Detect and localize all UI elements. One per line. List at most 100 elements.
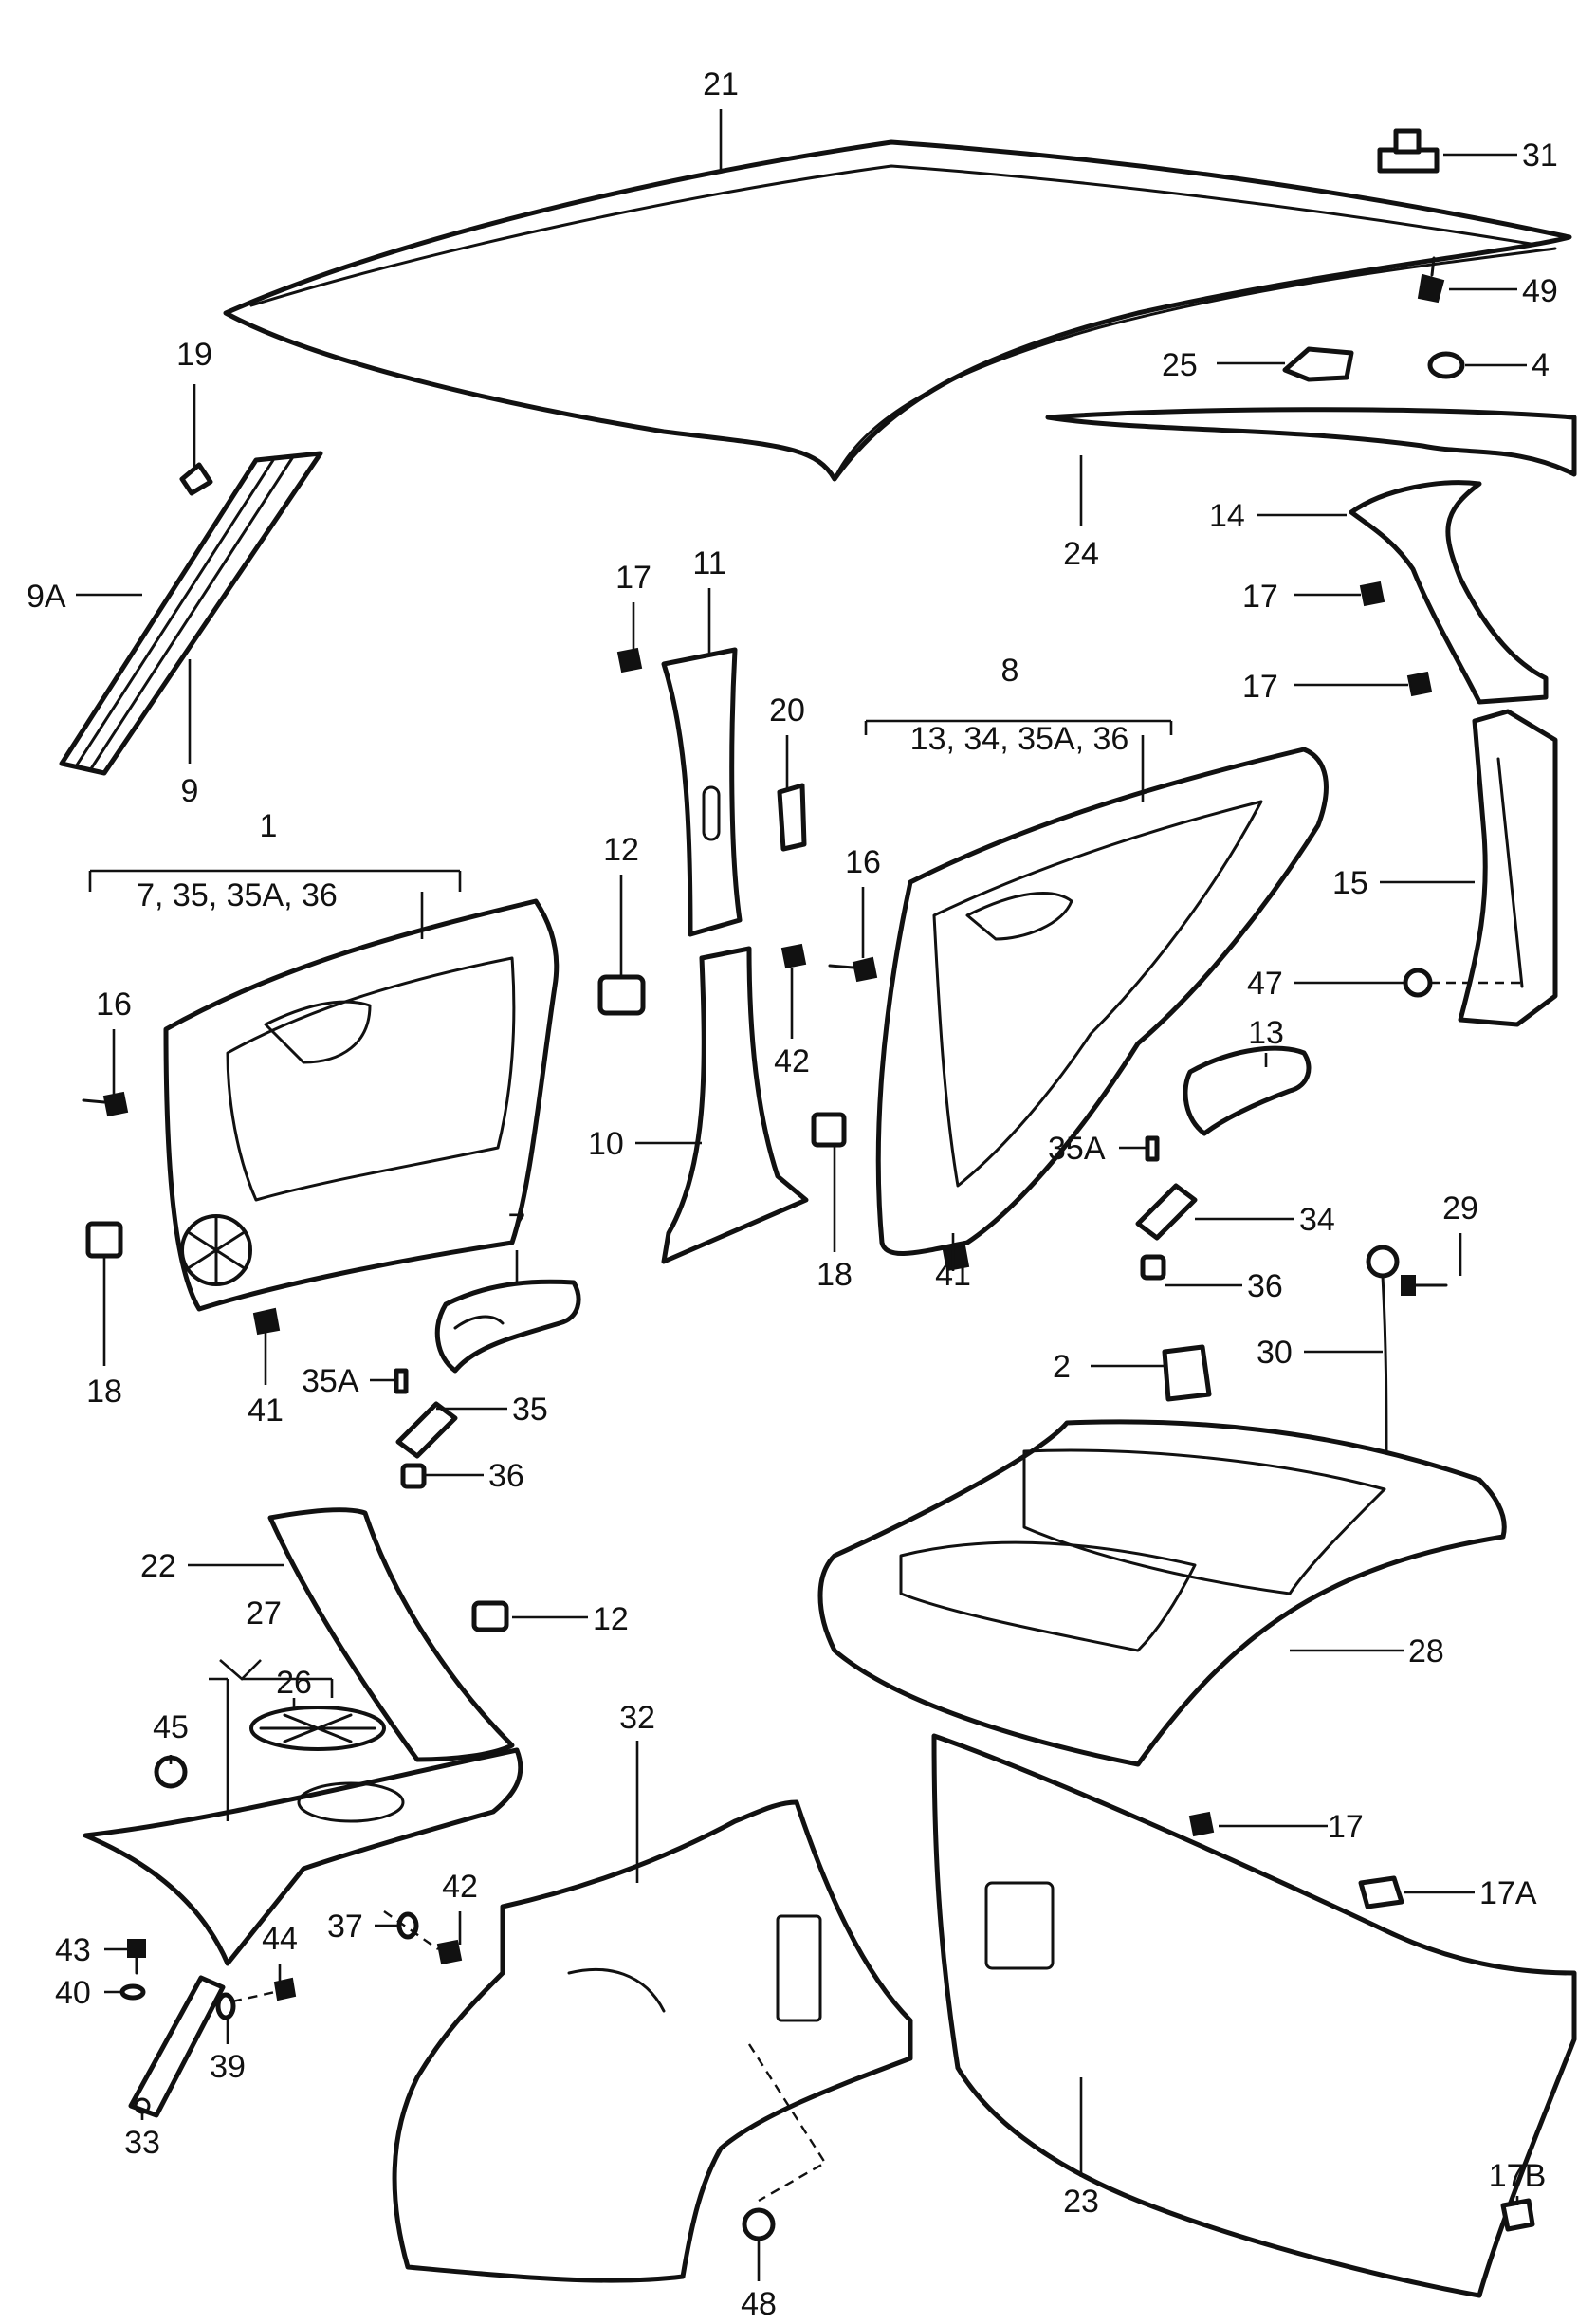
callout-42b: 42 [442,1869,478,1905]
callout-45: 45 [153,1709,189,1745]
part-36-bulb-rear [1140,1254,1166,1281]
part-17-screw-c-pillar [1359,581,1385,607]
callout-27: 27 [246,1595,282,1632]
callout-44: 44 [262,1921,298,1957]
part-10-b-pillar-lower [661,946,809,1264]
part-35A-pin-front [394,1368,409,1394]
callout-24: 24 [1063,536,1099,572]
part-20-clip [777,783,807,852]
callout-22: 22 [140,1548,176,1584]
callout-34: 34 [1299,1202,1335,1238]
part-12-clip-upper [597,974,646,1016]
callout-37: 37 [327,1909,363,1945]
callout-17c: 17 [615,560,651,596]
part-23-rear-panel-trim [931,1733,1577,2298]
part-17-screw-c-pillar-lower [1406,671,1433,697]
part-31-clip [1377,128,1440,174]
callout-17A: 17A [1479,1875,1537,1911]
callout-36-front: 36 [488,1458,524,1494]
callout-4: 4 [1532,347,1550,383]
part-40-washer [119,1983,146,2001]
part-34-handle-bracket [1135,1183,1198,1241]
part-11-b-pillar-upper [661,647,743,937]
callout-35A-rear: 35A [1048,1131,1106,1167]
part-35A-pin-rear [1145,1135,1160,1162]
part-36-bulb-front [400,1463,427,1489]
leader-lines [76,109,1527,2281]
callout-13: 13 [1248,1015,1284,1051]
part-47-plug [1403,968,1527,998]
part-14-c-pillar-upper [1349,480,1549,705]
callout-12a: 12 [603,832,639,868]
part-12-clip-lower [471,1600,509,1632]
callout-7: 7 [508,1208,526,1244]
part-17-screw-upper [616,647,643,673]
callout-14: 14 [1209,498,1245,534]
callout-18a: 18 [86,1374,122,1410]
callout-10: 10 [588,1126,624,1162]
part-35-handle-bracket [395,1401,458,1459]
callout-35A-front: 35A [302,1363,359,1399]
callout-9A: 9A [27,579,66,615]
part-16-screw-rear [828,956,878,983]
callout-43: 43 [55,1932,91,1968]
callout-40: 40 [55,1975,91,2011]
part-22-c-pillar-trim [267,1507,515,1762]
callout-8: 8 [1001,653,1019,689]
part-41-screw-rear [942,1244,970,1272]
callout-25: 25 [1162,347,1198,383]
part-42-screw-lower [383,1910,463,1965]
part-7-armrest-front [434,1279,581,1374]
part-15-c-pillar-lower [1458,709,1558,1027]
part-13-armrest-rear [1183,1045,1312,1136]
callout-12b: 12 [593,1601,629,1637]
part-48-plug [742,2207,776,2241]
part-39-washer [215,1992,236,2020]
callout-31: 31 [1522,138,1558,174]
part-19-clip [179,462,213,496]
part-44-screw [231,1977,297,2003]
callout-2: 2 [1053,1349,1071,1385]
part-28-parcel-shelf [817,1419,1507,1767]
callout-17d: 17 [1328,1809,1364,1845]
part-25-clip [1282,346,1354,382]
part-16-screw-front [82,1091,129,1117]
part-49-screw [1417,256,1445,304]
callout-33: 33 [124,2125,160,2161]
part-4-grommet [1427,351,1465,379]
part-17A-clip [1358,1875,1404,1909]
callout-17b: 17 [1242,669,1278,705]
callout-15: 15 [1332,865,1368,901]
callout-32: 32 [619,1700,655,1736]
callout-47: 47 [1247,966,1283,1002]
part-8-rear-door-panel [875,747,1329,1256]
part-17B-clip [1500,2198,1535,2232]
part-2-clip [1162,1344,1212,1402]
callout-1: 1 [260,808,278,844]
part-17-screw-rear-panel [1188,1811,1215,1837]
part-33-bracket [128,1975,226,2118]
part-26-speaker-grille [249,1706,386,1751]
callout-28: 28 [1408,1633,1444,1669]
callout-41b: 41 [935,1257,971,1293]
callout-42a: 42 [774,1043,810,1079]
part-1-front-door-panel [163,898,560,1312]
part-18-clip-rear [811,1112,847,1148]
callout-35: 35 [512,1392,548,1428]
callout-17B: 17B [1489,2158,1547,2194]
part-41-screw-front [252,1307,281,1336]
part-42-screw-upper [780,943,807,969]
part-30-strap [1366,1245,1400,1472]
callout-20: 20 [769,692,805,729]
callout-9: 9 [181,773,199,809]
part-32-wheel-house-trim [392,1799,913,2283]
callout-16b: 16 [845,844,881,880]
callout-8-includes: 13, 34, 35A, 36 [910,721,1129,757]
callout-1-includes: 7, 35, 35A, 36 [137,877,338,913]
callout-labels: 21 31 49 25 4 19 9A 9 24 14 17 17 17 17 … [27,66,1558,2322]
callout-30: 30 [1257,1335,1293,1371]
part-29-bolt [1401,1275,1448,1296]
part-24-roof-rail [1045,407,1577,477]
